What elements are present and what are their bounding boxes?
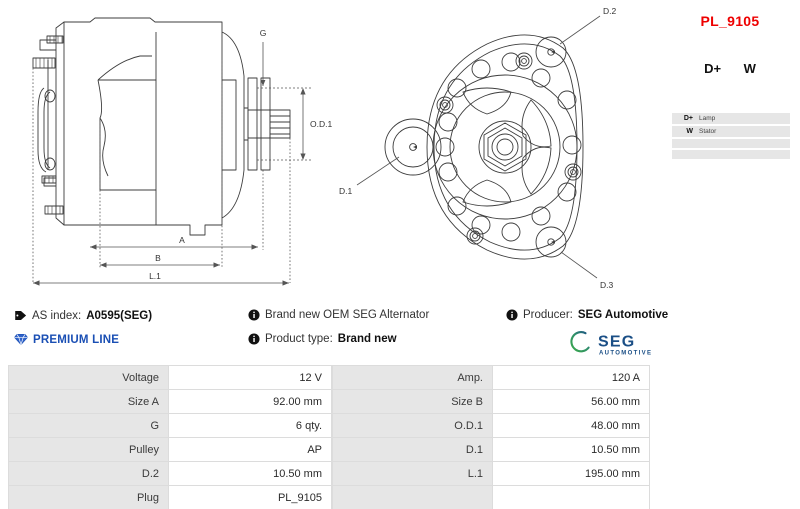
spec-value: 6 qty. <box>168 413 332 438</box>
producer-label: Producer: <box>523 309 573 321</box>
spec-value: 48.00 mm <box>492 413 650 438</box>
spec-value <box>492 485 650 509</box>
spec-table-right: Amp. 120 A Size B 56.00 mm O.D.1 48.00 m… <box>332 365 650 509</box>
spec-label: Amp. <box>332 365 493 390</box>
as-index-label: AS index: <box>32 309 82 322</box>
product-type-label: Product type: <box>265 333 333 345</box>
plug-pin-2: W <box>743 61 756 76</box>
legend-pin <box>672 138 696 150</box>
logo-subtitle: AUTOMOTIVE <box>599 351 652 357</box>
producer-info: Producer: SEG Automotive <box>506 309 668 321</box>
table-row: O.D.1 48.00 mm <box>332 413 650 438</box>
part-code-title: PL_9105 <box>700 13 760 29</box>
spec-label: Plug <box>8 485 169 509</box>
table-row: L.1 195.00 mm <box>332 461 650 486</box>
legend-desc <box>696 138 790 150</box>
spec-label: Size B <box>332 389 493 414</box>
spec-value: PL_9105 <box>168 485 332 509</box>
legend-pin <box>672 149 696 161</box>
spec-value: 120 A <box>492 365 650 390</box>
table-row: Pulley AP <box>8 437 332 462</box>
spec-value: 195.00 mm <box>492 461 650 486</box>
legend-row <box>672 149 790 161</box>
spec-value: 10.50 mm <box>492 437 650 462</box>
info-circle-icon <box>248 309 260 321</box>
dimension-label-od1: O.D.1 <box>310 119 332 129</box>
plug-legend-table: D+ Lamp W Stator <box>672 113 790 161</box>
spec-label: Size A <box>8 389 169 414</box>
spec-label <box>332 485 493 509</box>
legend-row <box>672 138 790 150</box>
spec-value: 10.50 mm <box>168 461 332 486</box>
spec-label: G <box>8 413 169 438</box>
spec-label: Pulley <box>8 437 169 462</box>
table-row: Voltage 12 V <box>8 365 332 390</box>
info-circle-icon <box>248 333 260 345</box>
plug-pin-diagram: D+ W <box>660 60 800 90</box>
logo-arc-icon <box>570 331 590 353</box>
alternator-front-view-drawing: D.2 D.1 D.3 <box>339 6 617 290</box>
table-row: Size B 56.00 mm <box>332 389 650 414</box>
dimension-label-a: A <box>179 235 185 245</box>
spec-value: 56.00 mm <box>492 389 650 414</box>
legend-desc: Stator <box>696 125 790 139</box>
spec-label: L.1 <box>332 461 493 486</box>
legend-row: W Stator <box>672 125 790 139</box>
alternator-side-view-drawing: G O.D.1 A B L.1 <box>32 17 332 286</box>
callout-label-d2: D.2 <box>603 6 617 16</box>
table-row <box>332 485 650 509</box>
legend-desc <box>696 149 790 161</box>
logo-wordmark: SEG <box>598 334 635 351</box>
info-circle-icon <box>506 309 518 321</box>
legend-desc: Lamp <box>696 113 790 126</box>
plug-pin-1: D+ <box>704 61 722 76</box>
table-row: D.1 10.50 mm <box>332 437 650 462</box>
legend-pin: W <box>672 125 696 139</box>
dimension-label-l1: L.1 <box>149 271 161 281</box>
dimension-label-b: B <box>155 253 161 263</box>
diamond-icon <box>14 333 28 346</box>
spec-value: 92.00 mm <box>168 389 332 414</box>
table-row: Plug PL_9105 <box>8 485 332 509</box>
spec-table-left: Voltage 12 V Size A 92.00 mm G 6 qty. Pu… <box>8 365 332 509</box>
premium-line-label: PREMIUM LINE <box>33 333 120 346</box>
table-row: D.2 10.50 mm <box>8 461 332 486</box>
tag-icon <box>14 309 27 322</box>
premium-line-badge: PREMIUM LINE <box>14 333 119 346</box>
legend-pin: D+ <box>672 113 696 126</box>
seg-automotive-logo: SEG AUTOMOTIVE <box>570 331 652 357</box>
spec-label: Voltage <box>8 365 169 390</box>
spec-label: D.2 <box>8 461 169 486</box>
brand-new-info: Brand new OEM SEG Alternator <box>248 309 429 321</box>
table-row: Amp. 120 A <box>332 365 650 390</box>
spec-label: O.D.1 <box>332 413 493 438</box>
legend-row: D+ Lamp <box>672 113 790 126</box>
table-row: G 6 qty. <box>8 413 332 438</box>
spec-value: 12 V <box>168 365 332 390</box>
as-index-info: AS index: A0595(SEG) <box>14 309 152 322</box>
spec-label: D.1 <box>332 437 493 462</box>
brand-new-text: Brand new OEM SEG Alternator <box>265 309 430 321</box>
spec-value: AP <box>168 437 332 462</box>
callout-label-d3: D.3 <box>600 280 614 290</box>
product-type-info: Product type: Brand new <box>248 333 397 345</box>
producer-value: SEG Automotive <box>577 309 669 321</box>
table-row: Size A 92.00 mm <box>8 389 332 414</box>
dimension-label-g: G <box>260 28 267 38</box>
product-type-value: Brand new <box>337 333 397 345</box>
callout-label-d1: D.1 <box>339 186 353 196</box>
as-index-value: A0595(SEG) <box>86 309 153 322</box>
